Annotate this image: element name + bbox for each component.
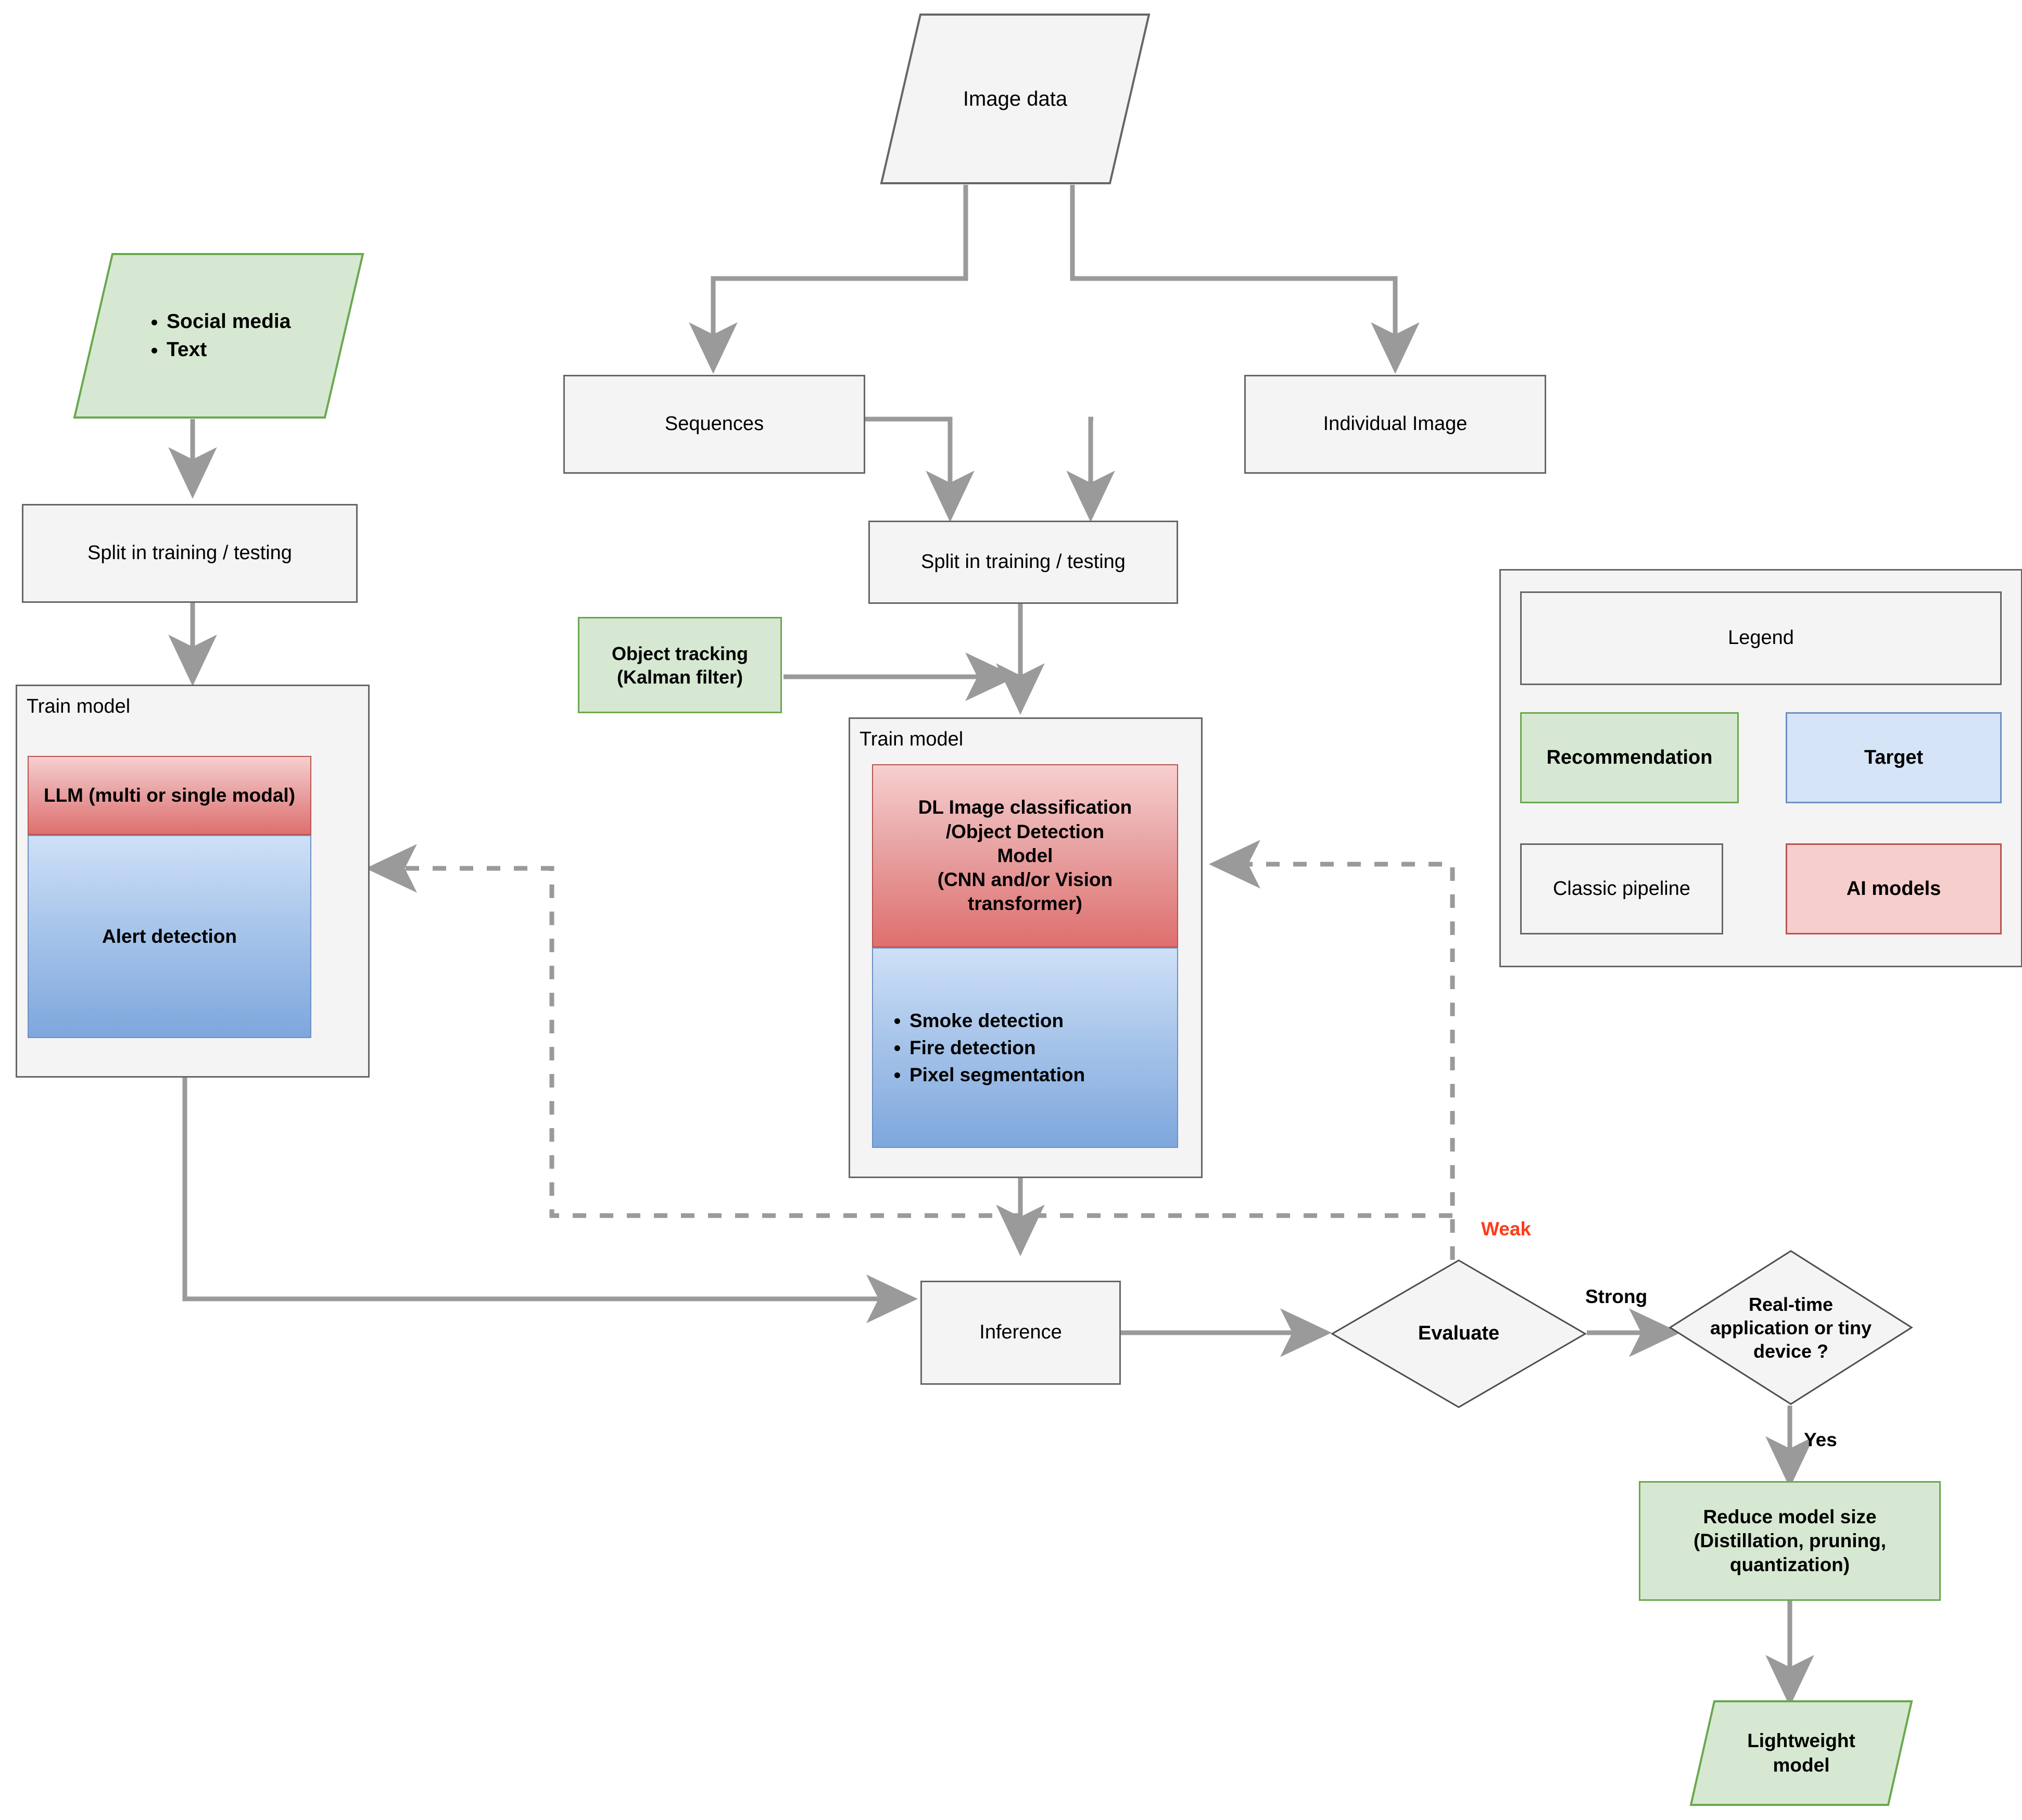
node-evaluate-label: Evaluate bbox=[1418, 1322, 1500, 1345]
node-object-tracking[interactable]: Object tracking (Kalman filter) bbox=[578, 617, 782, 713]
node-dl-image-model-line-2: /Object Detection bbox=[945, 820, 1105, 842]
legend-item-ai-models-label: AI models bbox=[1846, 877, 1941, 900]
node-object-tracking-line2: (Kalman filter) bbox=[616, 666, 743, 688]
node-split-left[interactable]: Split in training / testing bbox=[22, 504, 358, 603]
legend-item-ai-models: AI models bbox=[1786, 843, 2002, 934]
node-reduce-model-size-line-2: (Distillation, pruning, bbox=[1694, 1530, 1886, 1551]
node-dl-image-model-line-5: transformer) bbox=[968, 893, 1082, 915]
node-sequences-label: Sequences bbox=[664, 413, 764, 435]
node-object-tracking-line1: Object tracking bbox=[611, 642, 749, 664]
node-train-model-left-title: Train model bbox=[27, 696, 131, 717]
legend-title-box: Legend bbox=[1520, 591, 2002, 685]
list-item: Text bbox=[167, 338, 290, 361]
node-sequences[interactable]: Sequences bbox=[563, 375, 865, 474]
list-item: Pixel segmentation bbox=[909, 1064, 1085, 1086]
list-item: Social media bbox=[167, 310, 290, 333]
node-lightweight-model-line-1: Lightweight bbox=[1747, 1730, 1855, 1752]
node-alert-detection[interactable]: Alert detection bbox=[28, 835, 311, 1038]
legend-item-classic-pipeline-label: Classic pipeline bbox=[1552, 877, 1690, 900]
legend-item-target-label: Target bbox=[1864, 746, 1924, 768]
node-lightweight-model-line-2: model bbox=[1773, 1754, 1830, 1776]
legend-item-target: Target bbox=[1786, 712, 2002, 803]
node-reduce-model-size-line-3: quantization) bbox=[1729, 1554, 1850, 1576]
node-reduce-model-size-line-1: Reduce model size bbox=[1703, 1506, 1877, 1527]
node-lightweight-model[interactable]: Lightweight model bbox=[1689, 1700, 1913, 1806]
node-individual-image-label: Individual Image bbox=[1323, 413, 1468, 435]
node-evaluate[interactable]: Evaluate bbox=[1331, 1259, 1587, 1409]
node-split-center[interactable]: Split in training / testing bbox=[868, 521, 1178, 604]
node-llm-model-label: LLM (multi or single modal) bbox=[43, 784, 296, 806]
node-reduce-model-size[interactable]: Reduce model size (Distillation, pruning… bbox=[1639, 1481, 1941, 1601]
node-realtime-decision-line-1: Real-time bbox=[1748, 1293, 1834, 1315]
node-social-text[interactable]: Social media Text bbox=[73, 252, 364, 419]
list-item: Smoke detection bbox=[909, 1010, 1085, 1032]
legend-title: Legend bbox=[1728, 627, 1794, 649]
node-llm-model[interactable]: LLM (multi or single modal) bbox=[28, 756, 311, 835]
node-split-center-label: Split in training / testing bbox=[921, 551, 1126, 573]
node-dl-image-model[interactable]: DL Image classification /Object Detectio… bbox=[872, 764, 1178, 947]
node-inference[interactable]: Inference bbox=[920, 1281, 1121, 1385]
node-social-text-list: Social media Text bbox=[140, 310, 290, 361]
node-dl-image-model-line-3: Model bbox=[997, 844, 1053, 866]
node-dl-image-model-line-1: DL Image classification bbox=[918, 797, 1132, 818]
node-realtime-decision-line-2: application or tiny bbox=[1710, 1317, 1872, 1338]
node-realtime-decision-line-3: device ? bbox=[1753, 1340, 1829, 1362]
edge-label-strong: Strong bbox=[1585, 1286, 1648, 1307]
node-dl-image-model-line-4: (CNN and/or Vision bbox=[937, 869, 1113, 891]
node-image-data[interactable]: Image data bbox=[880, 13, 1151, 185]
node-train-model-center-title: Train model bbox=[860, 728, 964, 750]
legend-item-recommendation: Recommendation bbox=[1520, 712, 1739, 803]
node-image-data-label: Image data bbox=[963, 87, 1068, 110]
list-item: Fire detection bbox=[909, 1037, 1085, 1059]
node-alert-detection-label: Alert detection bbox=[102, 925, 237, 947]
legend-item-recommendation-label: Recommendation bbox=[1546, 746, 1713, 768]
edge-label-yes: Yes bbox=[1804, 1429, 1837, 1450]
legend-item-classic-pipeline: Classic pipeline bbox=[1520, 843, 1723, 934]
node-vision-tasks-list: Smoke detection Fire detection Pixel seg… bbox=[882, 1010, 1085, 1086]
node-realtime-decision[interactable]: Real-time application or tiny device ? bbox=[1669, 1249, 1913, 1406]
node-vision-tasks[interactable]: Smoke detection Fire detection Pixel seg… bbox=[872, 947, 1178, 1148]
node-inference-label: Inference bbox=[979, 1321, 1062, 1344]
edge-label-weak: Weak bbox=[1481, 1218, 1531, 1240]
node-individual-image[interactable]: Individual Image bbox=[1244, 375, 1546, 474]
node-split-left-label: Split in training / testing bbox=[87, 542, 292, 564]
